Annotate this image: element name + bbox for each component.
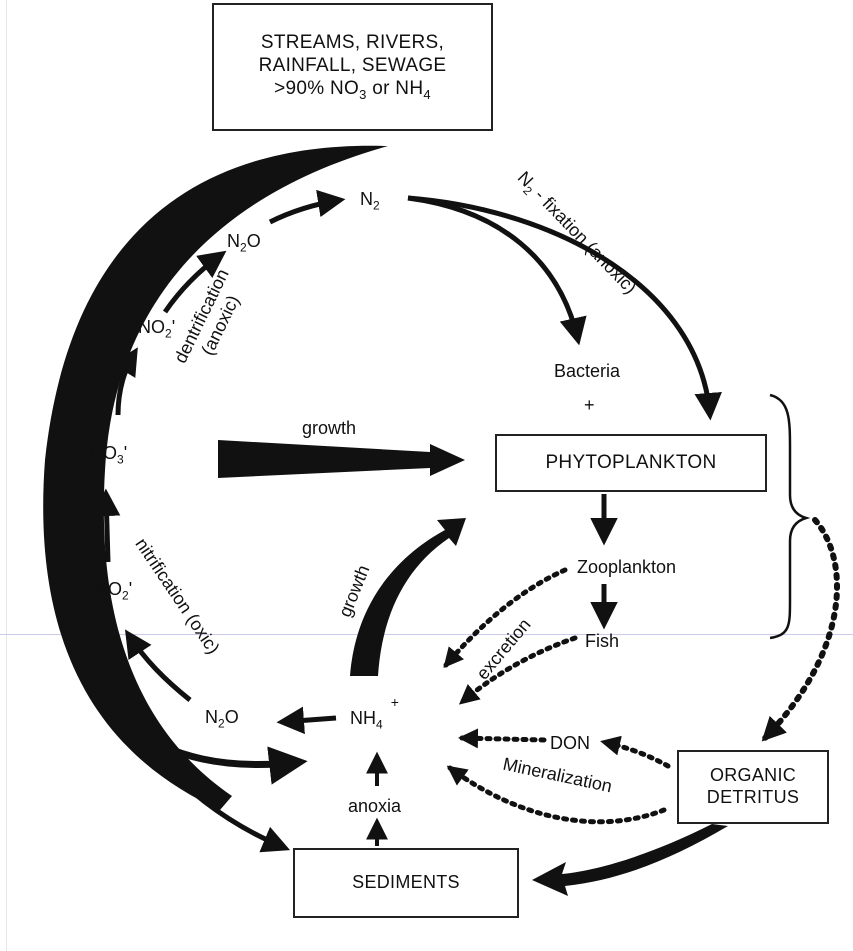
input-to-no3-arrow [69, 238, 143, 427]
sources-line-3: >90% NO3 or NH4 [274, 77, 431, 102]
phytoplankton-box: PHYTOPLANKTON [495, 434, 767, 492]
no2-bottom-label: NO2' [95, 579, 133, 603]
n2o-top-label: N2O [227, 231, 261, 255]
input-to-nh4-arrow [117, 717, 308, 785]
no2-to-no3-arrow [92, 488, 121, 563]
n2-label: N2 [360, 189, 380, 213]
plus-label: + [584, 395, 595, 415]
zooplankton-excretion-arrow [443, 567, 568, 669]
n2o-to-no2-arrow [124, 629, 192, 702]
n2o-bottom-label: N2O [205, 707, 239, 731]
scan-guide-line [0, 634, 853, 635]
no3-label: NO3' [90, 443, 128, 467]
n2-to-phytoplankton-arrow [407, 195, 722, 421]
n2o-to-n2-arrow [268, 189, 346, 225]
sources-line-2: RAINFALL, SEWAGE [258, 54, 447, 76]
no2-to-n2o-arrow [162, 250, 227, 314]
sediments-box: SEDIMENTS [293, 848, 519, 918]
zooplankton-label: Zooplankton [577, 557, 677, 577]
input-to-sediments-arrow [137, 733, 291, 853]
fish-label: Fish [585, 631, 620, 651]
nh4-label: NH4+ [350, 694, 399, 732]
page-edge-line [6, 0, 7, 951]
organic-detritus-box: ORGANIC DETRITUS [677, 750, 829, 824]
biota-brace [769, 393, 811, 640]
sources-line-1: STREAMS, RIVERS, [260, 32, 445, 53]
bacteria-label: Bacteria [554, 361, 621, 381]
input-flow-swoosh [43, 145, 388, 810]
no2-top-label: NO2' [138, 317, 176, 341]
detritus-to-don-arrow [600, 735, 671, 769]
sources-box: STREAMS, RIVERS, RAINFALL, SEWAGE >90% N… [212, 3, 493, 131]
don-label: DON [550, 733, 590, 753]
detritus-mineralization-arrow [446, 765, 667, 825]
n2-to-bacteria-arrow [407, 195, 587, 346]
growth-horizontal-label: growth [302, 418, 357, 438]
no3-to-no2-arrow [111, 347, 138, 416]
don-to-nh4-arrow [458, 728, 547, 749]
anoxia-label: anoxia [348, 796, 402, 816]
detritus-to-sediments-wedge [532, 824, 728, 896]
growth-wedge-arrow [218, 440, 465, 478]
nh4-growth-curve [350, 518, 466, 676]
fish-excretion-arrow [458, 635, 578, 705]
biota-to-detritus-arrow [761, 517, 840, 742]
nh4-to-n2o-arrow [276, 706, 337, 735]
